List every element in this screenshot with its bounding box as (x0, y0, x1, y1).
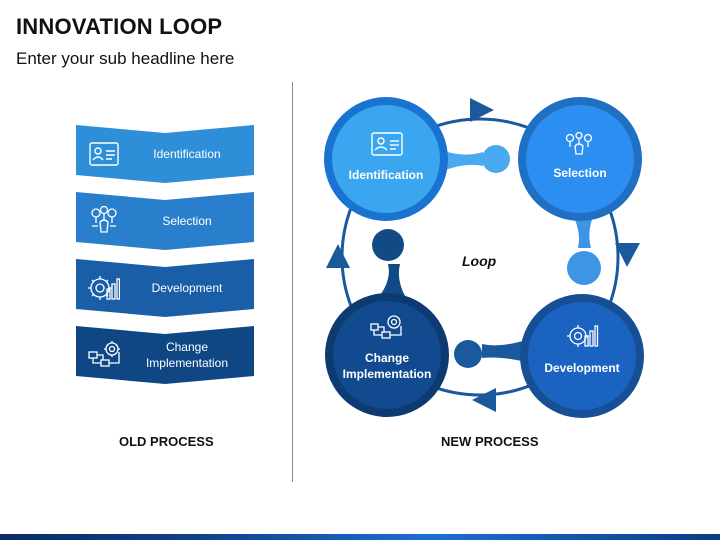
old-item-label: Selection (162, 214, 212, 228)
page-subtitle: Enter your sub headline here (16, 49, 235, 68)
gear-chart-icon (84, 268, 124, 308)
node-label-identification: Identification (348, 168, 424, 182)
node-label-selection: Selection (553, 166, 607, 180)
old-process-item-identification[interactable]: Identification (76, 125, 254, 183)
connector-top (440, 145, 510, 173)
node-development[interactable] (520, 294, 644, 418)
old-process-item-selection[interactable]: Selection (76, 192, 254, 250)
gear-chart-icon (567, 325, 599, 347)
connector-bottom (454, 340, 526, 368)
people-selection-icon (565, 131, 593, 155)
old-process-item-development[interactable]: Development (76, 259, 254, 317)
node-identification[interactable] (324, 97, 448, 221)
id-card-icon (371, 132, 403, 156)
id-card-icon (84, 134, 124, 174)
arrow-down-icon (615, 243, 640, 267)
node-label-change-implementation: Change Implementation (342, 351, 432, 381)
innovation-loop-diagram (324, 97, 644, 418)
old-item-label: Identification (153, 147, 221, 161)
page-title: INNOVATION LOOP (16, 14, 223, 39)
old-item-label: Change Implementation (145, 340, 229, 370)
old-process-item-change-implementation[interactable]: Change Implementation (76, 326, 254, 384)
arrow-right-icon (470, 98, 494, 122)
old-process-list: Identification Selection Development (76, 125, 254, 393)
old-item-label: Development (151, 281, 223, 295)
connector-right (567, 210, 601, 285)
node-selection[interactable] (518, 97, 642, 221)
circuit-gear-icon (84, 335, 124, 375)
node-label-development: Development (544, 361, 620, 375)
node-change-implementation[interactable] (325, 293, 449, 417)
old-process-caption: OLD PROCESS (119, 434, 214, 449)
people-selection-icon (84, 201, 124, 241)
connector-left (372, 229, 406, 298)
footer-accent-bar (0, 534, 720, 540)
arrow-up-icon (326, 244, 350, 268)
section-divider (292, 82, 293, 482)
loop-center-label: Loop (462, 253, 497, 269)
arrow-left-icon (472, 388, 496, 412)
circuit-gear-icon (370, 315, 402, 339)
new-process-caption: NEW PROCESS (441, 434, 539, 449)
